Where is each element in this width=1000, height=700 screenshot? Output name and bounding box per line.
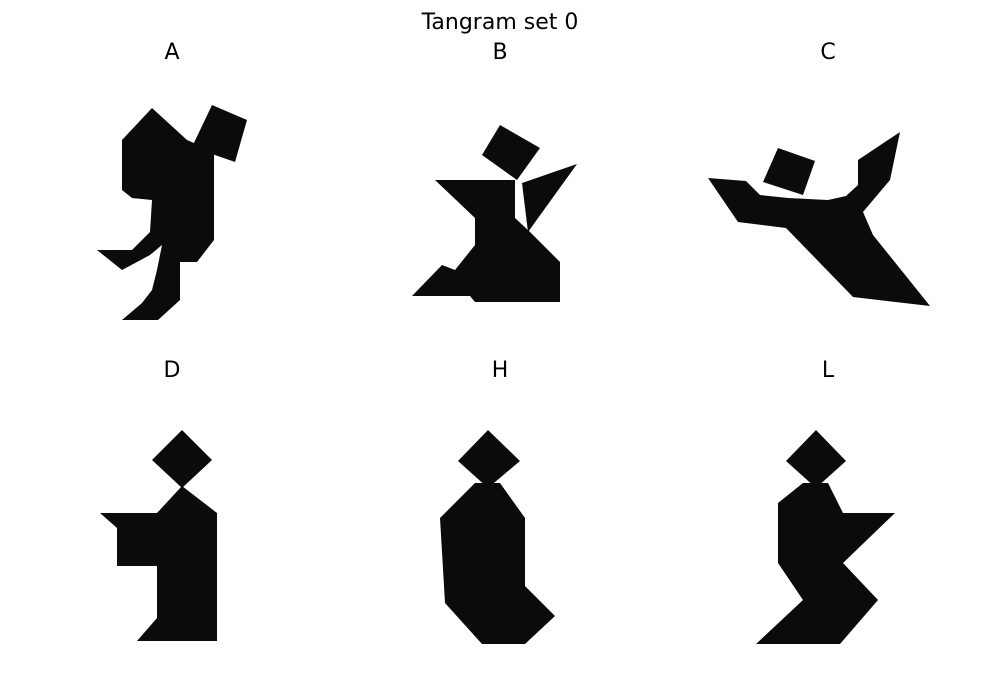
panel-label: A [164, 40, 180, 65]
panel-label: D [163, 358, 181, 383]
panel-d[interactable]: D [22, 318, 322, 641]
tangram-silhouette-d [100, 430, 217, 641]
panel-label: H [491, 358, 509, 383]
panel-l[interactable]: L [678, 318, 978, 644]
figure-title: Tangram set 0 [421, 10, 579, 35]
panel-a[interactable]: A [22, 0, 322, 320]
tangram-silhouette-c [708, 132, 930, 306]
panel-h[interactable]: H [350, 318, 650, 644]
tangram-silhouette-h [440, 430, 555, 644]
panel-label: B [492, 40, 508, 65]
tangram-silhouette-a [97, 105, 247, 320]
panel-b[interactable]: B [350, 0, 650, 320]
panel-label: L [821, 358, 835, 383]
panel-c[interactable]: C [678, 0, 978, 320]
tangram-silhouette-b [412, 125, 577, 302]
tangram-silhouette-l [756, 430, 895, 644]
panel-label: C [820, 40, 836, 65]
